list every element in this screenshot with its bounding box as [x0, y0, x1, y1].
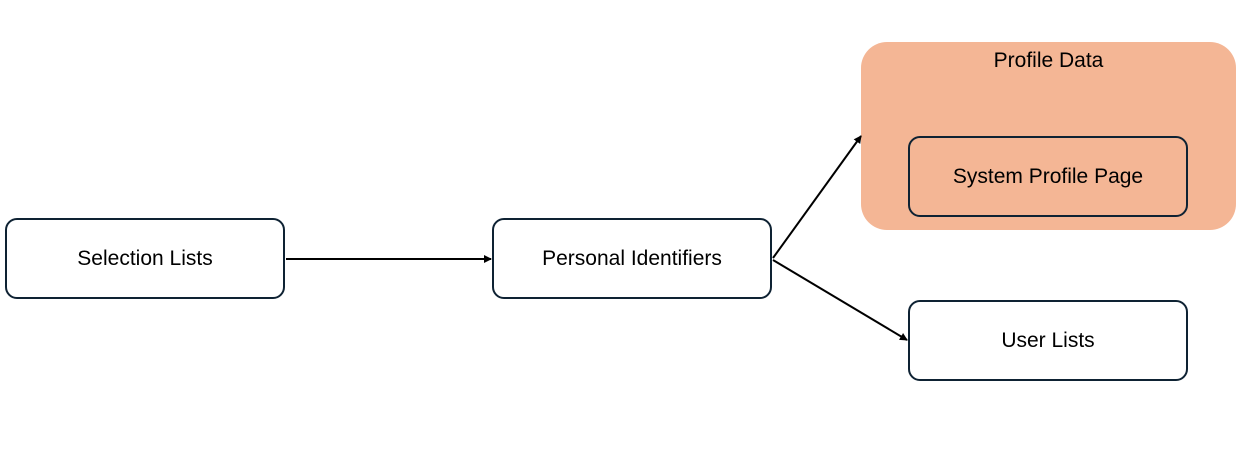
user-lists-label: User Lists	[1001, 328, 1095, 352]
selection-lists-label: Selection Lists	[77, 246, 213, 270]
edge-personal-to-profile-data	[772, 135, 862, 259]
edge-personal-to-user-lists	[772, 259, 908, 341]
system-profile-page-label: System Profile Page	[952, 164, 1144, 188]
system-profile-page-node[interactable]: System Profile Page	[908, 136, 1188, 217]
selection-lists-node[interactable]: Selection Lists	[5, 218, 285, 299]
profile-data-title: Profile Data	[993, 49, 1104, 72]
personal-identifiers-label: Personal Identifiers	[542, 246, 722, 270]
personal-identifiers-node[interactable]: Personal Identifiers	[492, 218, 772, 299]
user-lists-node[interactable]: User Lists	[908, 300, 1188, 381]
